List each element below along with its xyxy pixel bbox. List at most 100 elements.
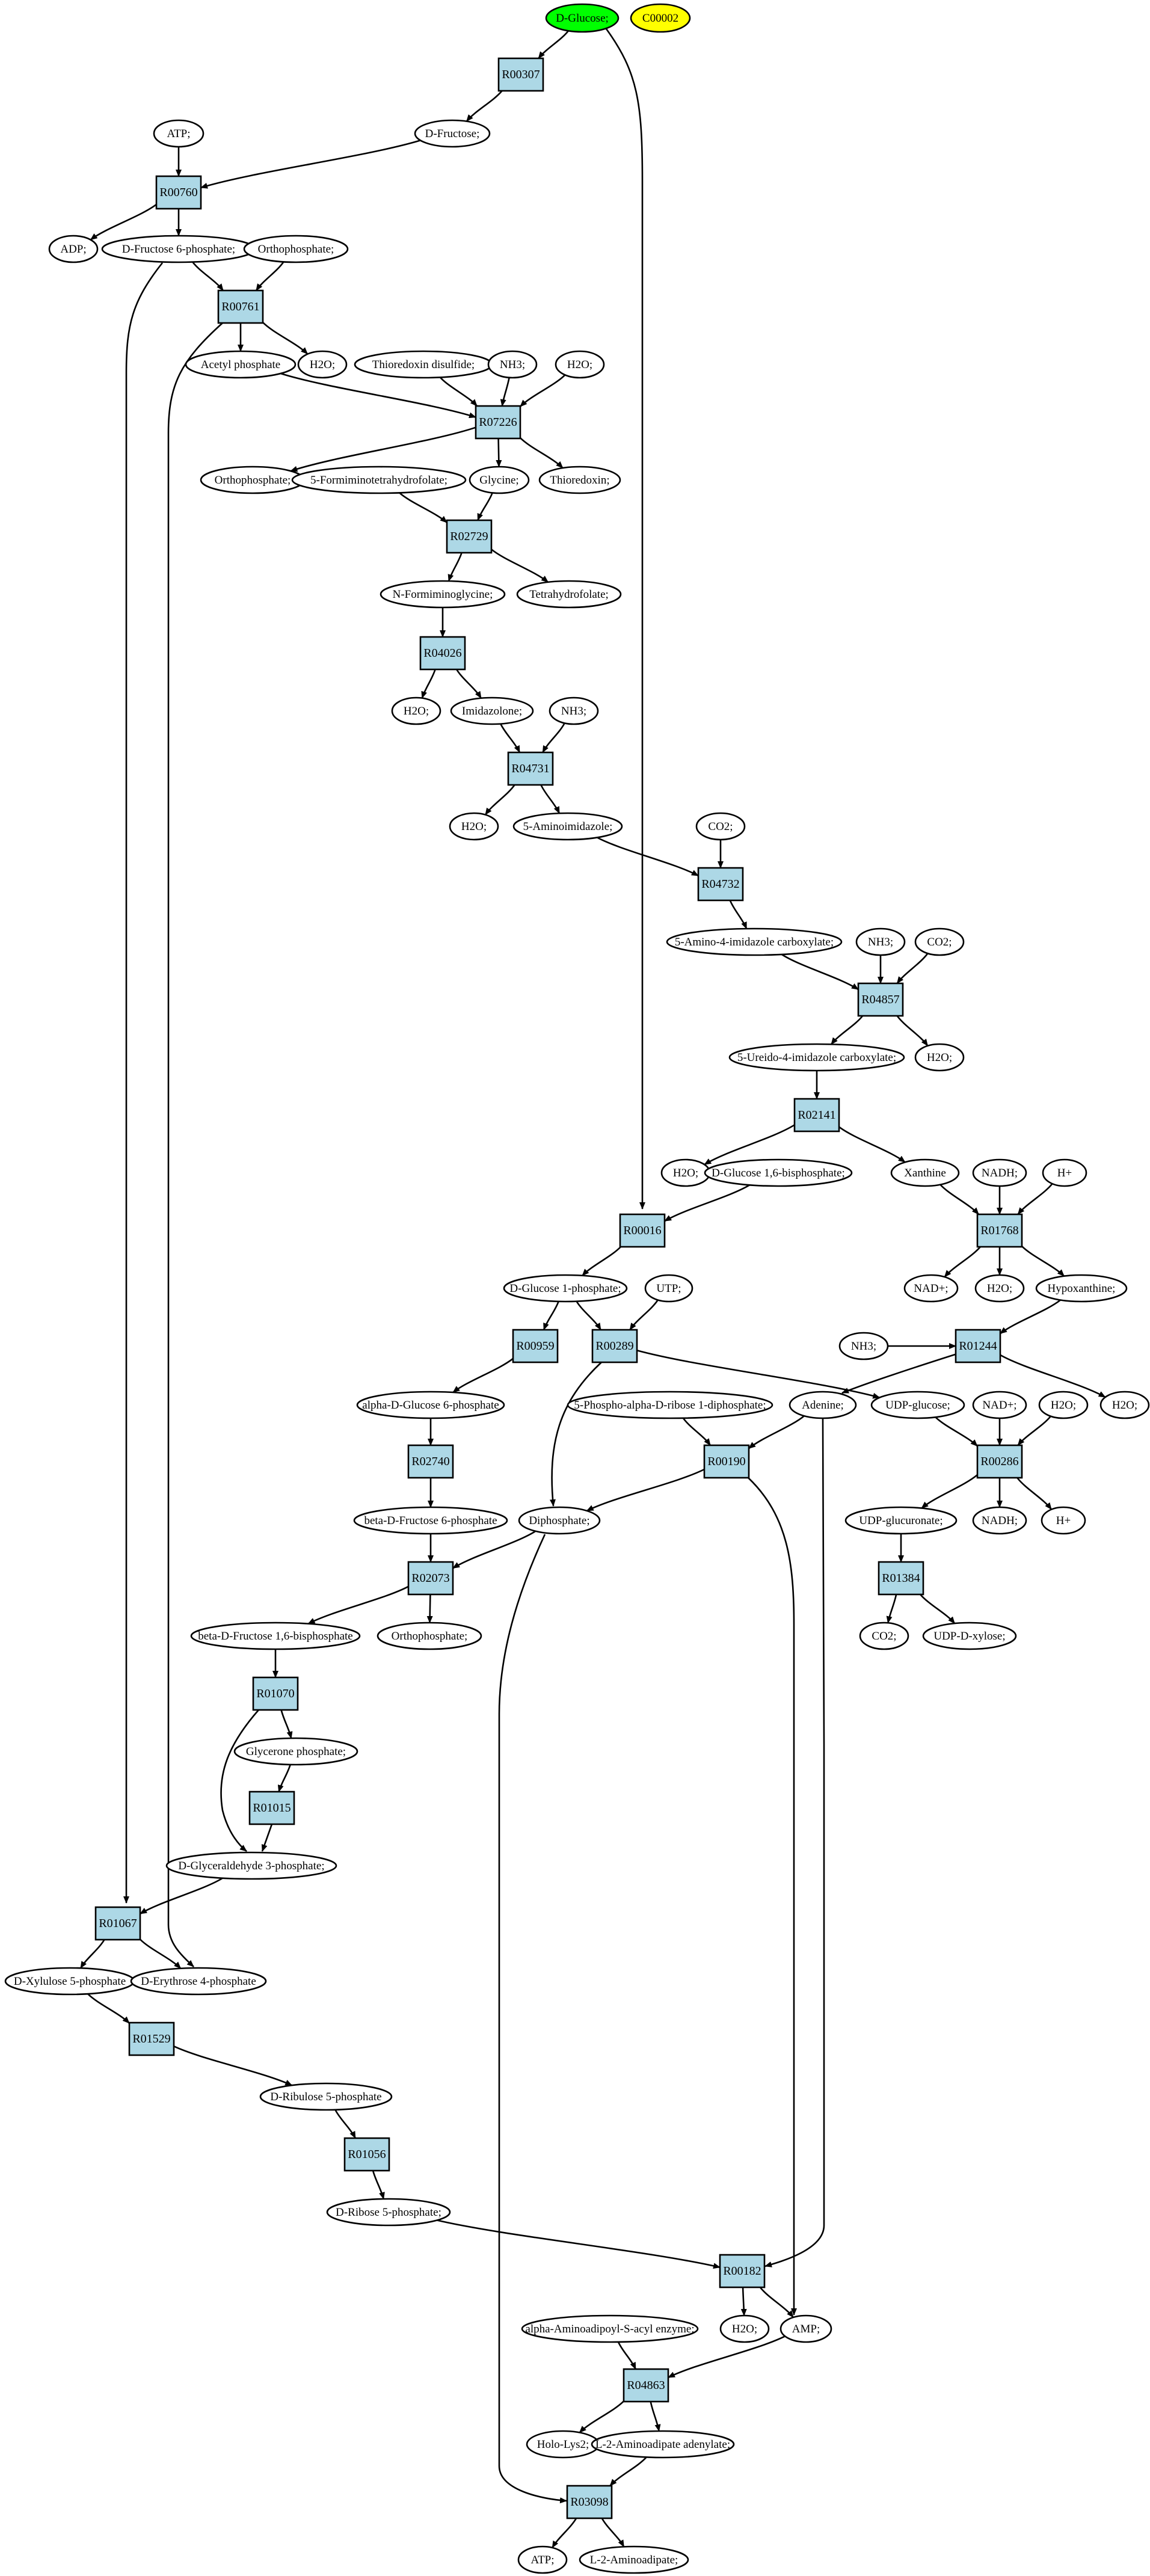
compound-node-diphosphate: Diphosphate; (518, 1506, 601, 1535)
reaction-node-r00289[interactable]: R00289 (591, 1329, 638, 1363)
compound-label: NADH; (982, 1514, 1018, 1527)
reaction-node-r01384[interactable]: R01384 (878, 1561, 924, 1596)
reaction-box[interactable] (857, 982, 904, 1017)
reaction-box[interactable] (497, 57, 544, 92)
reaction-node-r00016[interactable]: R00016 (619, 1213, 666, 1248)
compound-ellipse[interactable] (545, 3, 620, 33)
reaction-box[interactable] (591, 1329, 638, 1363)
compound-label: Acetyl phosphate (201, 358, 280, 371)
reaction-box[interactable] (878, 1561, 924, 1596)
reaction-node-r01067[interactable]: R01067 (94, 1906, 141, 1941)
reaction-node-r02073[interactable]: R02073 (407, 1561, 454, 1596)
compound-node-h2o: H2O; (914, 1043, 965, 1072)
reaction-box[interactable] (407, 1444, 454, 1479)
reaction-node-r00959[interactable]: R00959 (512, 1329, 559, 1363)
reaction-box[interactable] (512, 1329, 559, 1363)
compound-label: 5-Aminoimidazole; (523, 820, 613, 833)
reaction-node-r00182[interactable]: R00182 (719, 2254, 766, 2289)
reaction-box[interactable] (475, 405, 521, 440)
compound-ellipse (972, 1506, 1027, 1535)
compound-ellipse (377, 1622, 482, 1650)
reaction-node-r01529[interactable]: R01529 (128, 2021, 175, 2056)
edge-adenine-to-r00182 (764, 1418, 825, 2267)
reaction-node-r01015[interactable]: R01015 (248, 1791, 295, 1825)
reaction-node-r01768[interactable]: R01768 (976, 1213, 1023, 1248)
compound-node-orthophosphate: Orthophosphate; (377, 1622, 482, 1650)
reaction-node-r04732[interactable]: R04732 (697, 867, 744, 902)
reaction-node-r02141[interactable]: R02141 (793, 1098, 840, 1133)
reaction-node-r00761[interactable]: R00761 (217, 289, 264, 324)
compound-label: H2O; (1051, 1399, 1076, 1412)
reaction-box[interactable] (976, 1213, 1023, 1248)
reaction-box[interactable] (697, 867, 744, 902)
reaction-node-r01056[interactable]: R01056 (343, 2137, 390, 2172)
reaction-node-r00286[interactable]: R00286 (976, 1444, 1023, 1479)
reaction-node-r04026[interactable]: R04026 (419, 636, 466, 671)
reaction-node-r07226[interactable]: R07226 (475, 405, 521, 440)
reaction-box[interactable] (623, 2368, 669, 2403)
reaction-box[interactable] (507, 751, 554, 786)
edge-r07226-to-ortho2 (290, 426, 476, 472)
reaction-box[interactable] (252, 1676, 299, 1711)
compound-label: D-Glucose 1-phosphate; (509, 1282, 621, 1295)
edge-f6p-to-r01067 (123, 262, 164, 1904)
reaction-node-r04731[interactable]: R04731 (507, 751, 554, 786)
reaction-node-r00190[interactable]: R00190 (703, 1444, 750, 1479)
compound-label: Orthophosphate; (392, 1630, 468, 1643)
reaction-box[interactable] (619, 1213, 666, 1248)
compound-ellipse[interactable] (630, 3, 691, 33)
reaction-label: R02740 (411, 1455, 449, 1468)
compound-node-beta-d-fructose-1-6-bisphosphate: beta-D-Fructose 1,6-bisphosphate (190, 1622, 361, 1650)
compound-label: Glycine; (479, 474, 518, 487)
compound-node-5-aminoimidazole: 5-Aminoimidazole; (512, 812, 623, 841)
compound-ellipse (185, 350, 297, 379)
reaction-box[interactable] (343, 2137, 390, 2172)
compound-ellipse (579, 2545, 689, 2574)
compound-label: D-Glucose 1,6-bisphosphate; (712, 1167, 845, 1179)
reaction-box[interactable] (446, 519, 493, 554)
reaction-node-r01070[interactable]: R01070 (252, 1676, 299, 1711)
reaction-box[interactable] (94, 1906, 141, 1941)
compound-node-l-2-aminoadipate-adenylate: L-2-Aminoadipate adenylate; (591, 2430, 735, 2459)
compound-label: AMP; (792, 2323, 820, 2335)
reaction-node-r04857[interactable]: R04857 (857, 982, 904, 1017)
reaction-box[interactable] (419, 636, 466, 671)
reaction-node-r00307[interactable]: R00307 (497, 57, 544, 92)
reaction-node-r04863[interactable]: R04863 (623, 2368, 669, 2403)
reaction-box[interactable] (703, 1444, 750, 1479)
reaction-box[interactable] (155, 175, 202, 210)
compound-node-5-amino-4-imidazole-carboxylate: 5-Amino-4-imidazole carboxylate; (666, 927, 843, 956)
edge-fructose-to-r00760 (200, 140, 421, 189)
reaction-box[interactable] (217, 289, 264, 324)
compound-node-d-fructose-6-phosphate: D-Fructose 6-phosphate; (101, 235, 256, 263)
reaction-node-r02729[interactable]: R02729 (446, 519, 493, 554)
compound-label: H2O; (927, 1051, 952, 1064)
compound-node-d-ribose-5-phosphate: D-Ribose 5-phosphate; (326, 2198, 451, 2227)
compound-node-d-glucose[interactable]: D-Glucose; (545, 3, 620, 33)
compound-node-alpha-d-glucose-6-phosphate: alpha-D-Glucose 6-phosphate (356, 1391, 505, 1419)
reaction-box[interactable] (793, 1098, 840, 1133)
reaction-label: R01244 (959, 1339, 997, 1353)
compound-label: H2O; (1112, 1399, 1137, 1412)
reaction-box[interactable] (955, 1329, 1001, 1363)
compound-label: Glycerone phosphate; (246, 1745, 346, 1758)
reaction-label: R01768 (980, 1224, 1018, 1237)
reaction-node-r00760[interactable]: R00760 (155, 175, 202, 210)
edge-r01384-to-co2-c (886, 1594, 897, 1624)
compound-ellipse (704, 1158, 853, 1187)
reaction-box[interactable] (128, 2021, 175, 2056)
reaction-node-r03098[interactable]: R03098 (566, 2485, 613, 2519)
reaction-box[interactable] (719, 2254, 766, 2289)
compound-node-h: H+ (1042, 1158, 1087, 1187)
compound-node-co2: CO2; (859, 1622, 909, 1650)
compound-node-c00002[interactable]: C00002 (630, 3, 691, 33)
reaction-node-r02740[interactable]: R02740 (407, 1444, 454, 1479)
compound-ellipse (666, 927, 843, 956)
reaction-box[interactable] (976, 1444, 1023, 1479)
reaction-box[interactable] (566, 2485, 613, 2519)
reaction-box[interactable] (407, 1561, 454, 1596)
edge-aaa-enz-to-r04863 (617, 2341, 636, 2370)
reaction-node-r01244[interactable]: R01244 (955, 1329, 1001, 1363)
reaction-box[interactable] (248, 1791, 295, 1825)
edge-r01067-to-e4p (140, 1938, 182, 1969)
